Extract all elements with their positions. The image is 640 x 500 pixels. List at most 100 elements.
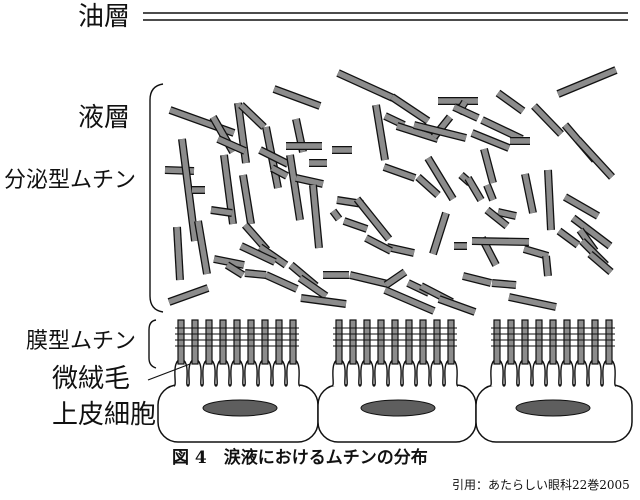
membrane-mucin bbox=[507, 319, 515, 365]
secreted-mucin-rod bbox=[462, 272, 492, 287]
secreted-mucin-rod bbox=[244, 269, 267, 279]
cell-nucleus bbox=[202, 399, 278, 417]
membrane-mucin bbox=[261, 319, 269, 365]
secreted-mucin-rod bbox=[484, 206, 510, 230]
epithelial-cells bbox=[157, 384, 633, 443]
membrane-mucin bbox=[405, 319, 413, 365]
secreted-mucin-rod bbox=[270, 164, 289, 180]
secreted-mucin-rod bbox=[521, 173, 537, 214]
secreted-mucin-rod bbox=[497, 208, 517, 220]
secreted-mucin-rod bbox=[413, 121, 467, 142]
secreted-mucin-rod bbox=[178, 138, 199, 242]
membrane-mucin bbox=[377, 319, 385, 365]
secreted-mucin-rods bbox=[164, 66, 618, 316]
membrane-mucin bbox=[247, 319, 255, 365]
membrane-mucin bbox=[605, 319, 613, 365]
secreted-mucin-rod bbox=[471, 237, 530, 246]
secreted-mucin-rod bbox=[424, 155, 457, 202]
secreted-mucin-rod bbox=[239, 174, 255, 225]
membrane-mucins bbox=[175, 319, 615, 365]
secreted-mucin-rod bbox=[353, 196, 393, 242]
secreted-mucin-rod bbox=[480, 116, 524, 143]
secreted-mucin-rod bbox=[336, 69, 395, 102]
aqueous-layer-bracket bbox=[149, 83, 164, 313]
secreted-mucin-rod bbox=[264, 271, 299, 293]
membrane-mucin bbox=[205, 319, 213, 365]
secreted-mucin-rod bbox=[429, 211, 450, 256]
secreted-mucin-rod bbox=[300, 294, 347, 308]
secreted-mucin-rod bbox=[575, 137, 615, 180]
membrane-mucin bbox=[521, 319, 529, 365]
figure-caption: 図 4 涙液におけるムチンの分布 bbox=[172, 448, 428, 468]
membrane-mucin bbox=[447, 319, 455, 365]
membrane-mucin bbox=[591, 319, 599, 365]
membrane-mucin bbox=[363, 319, 371, 365]
secreted-mucin-rod bbox=[570, 214, 613, 250]
cell-nucleus bbox=[515, 399, 591, 417]
membrane-mucin-label: 膜型ムチン bbox=[26, 329, 137, 354]
secreted-mucin-rod bbox=[542, 255, 552, 277]
source-credit: 引用：あたらしい眼科22巻2005 bbox=[452, 478, 630, 492]
membrane-mucin bbox=[549, 319, 557, 365]
secreted-mucin-rod bbox=[295, 174, 324, 188]
secreted-mucin-rod bbox=[522, 245, 550, 260]
secreted-mucin-rod bbox=[395, 122, 440, 143]
secreted-mucin-rod bbox=[495, 89, 526, 115]
secreted-mucin-rod bbox=[483, 183, 497, 202]
membrane-mucin bbox=[535, 319, 543, 365]
secreted-mucin-label: 分泌型ムチン bbox=[4, 168, 137, 193]
secreted-mucin-rod bbox=[349, 271, 389, 288]
membrane-mucin bbox=[335, 319, 343, 365]
membrane-mucin bbox=[233, 319, 241, 365]
secreted-mucin-rod bbox=[272, 85, 322, 110]
secreted-mucin-rod bbox=[329, 208, 343, 222]
secreted-mucin-rod bbox=[508, 293, 557, 311]
secreted-mucin-rod bbox=[452, 103, 480, 122]
membrane-mucin bbox=[219, 319, 227, 365]
membrane-mucin bbox=[191, 319, 199, 365]
secreted-mucin-rod bbox=[194, 220, 211, 275]
secreted-mucin-rod bbox=[544, 169, 555, 231]
secreted-mucin-rod bbox=[167, 284, 210, 306]
secreted-mucin-rod bbox=[491, 279, 517, 289]
membrane-mucin bbox=[391, 319, 399, 365]
secreted-mucin-rod bbox=[437, 295, 477, 316]
secreted-mucin-rod bbox=[480, 147, 497, 185]
membrane-mucin bbox=[433, 319, 441, 365]
oil-layer-lines bbox=[143, 12, 628, 21]
membrane-mucin bbox=[177, 319, 185, 365]
secreted-mucin-rod bbox=[464, 175, 485, 203]
secreted-mucin-rod bbox=[210, 206, 233, 217]
membrane-mucin-bracket bbox=[148, 319, 157, 369]
secreted-mucin-rod bbox=[470, 129, 511, 152]
secreted-mucin-rod bbox=[556, 66, 618, 98]
microvilli-leader-line bbox=[147, 363, 191, 381]
secreted-mucin-rod bbox=[383, 268, 408, 289]
secreted-mucin-rod bbox=[297, 274, 329, 300]
membrane-mucin bbox=[577, 319, 585, 365]
secreted-mucin-rod bbox=[383, 286, 436, 315]
membrane-mucin bbox=[419, 319, 427, 365]
secreted-mucin-rod bbox=[286, 154, 304, 221]
secreted-mucin-rod bbox=[309, 184, 323, 249]
secreted-mucin-rod bbox=[342, 217, 369, 233]
secreted-mucin-rod bbox=[364, 234, 393, 255]
secreted-mucin-rod bbox=[415, 174, 441, 198]
secreted-mucin-rod bbox=[239, 242, 277, 266]
secreted-mucin-rod bbox=[389, 93, 431, 125]
secreted-mucin-rod bbox=[556, 227, 581, 249]
secreted-mucin-rod bbox=[382, 163, 417, 182]
secreted-mucin-rod bbox=[224, 261, 246, 279]
cell-nucleus bbox=[360, 399, 436, 417]
membrane-mucin bbox=[493, 319, 501, 365]
secreted-mucin-rod bbox=[238, 102, 267, 130]
epithelial-cell-label: 上皮細胞 bbox=[52, 400, 157, 430]
secreted-mucin-rod bbox=[258, 146, 290, 168]
secreted-mucin-rod bbox=[216, 135, 247, 155]
secreted-mucin-rod bbox=[234, 102, 250, 164]
secreted-mucin-rod bbox=[257, 243, 289, 269]
membrane-mucin bbox=[349, 319, 357, 365]
microvilli-label: 微絨毛 bbox=[52, 364, 131, 394]
secreted-mucin-rod bbox=[587, 250, 614, 276]
